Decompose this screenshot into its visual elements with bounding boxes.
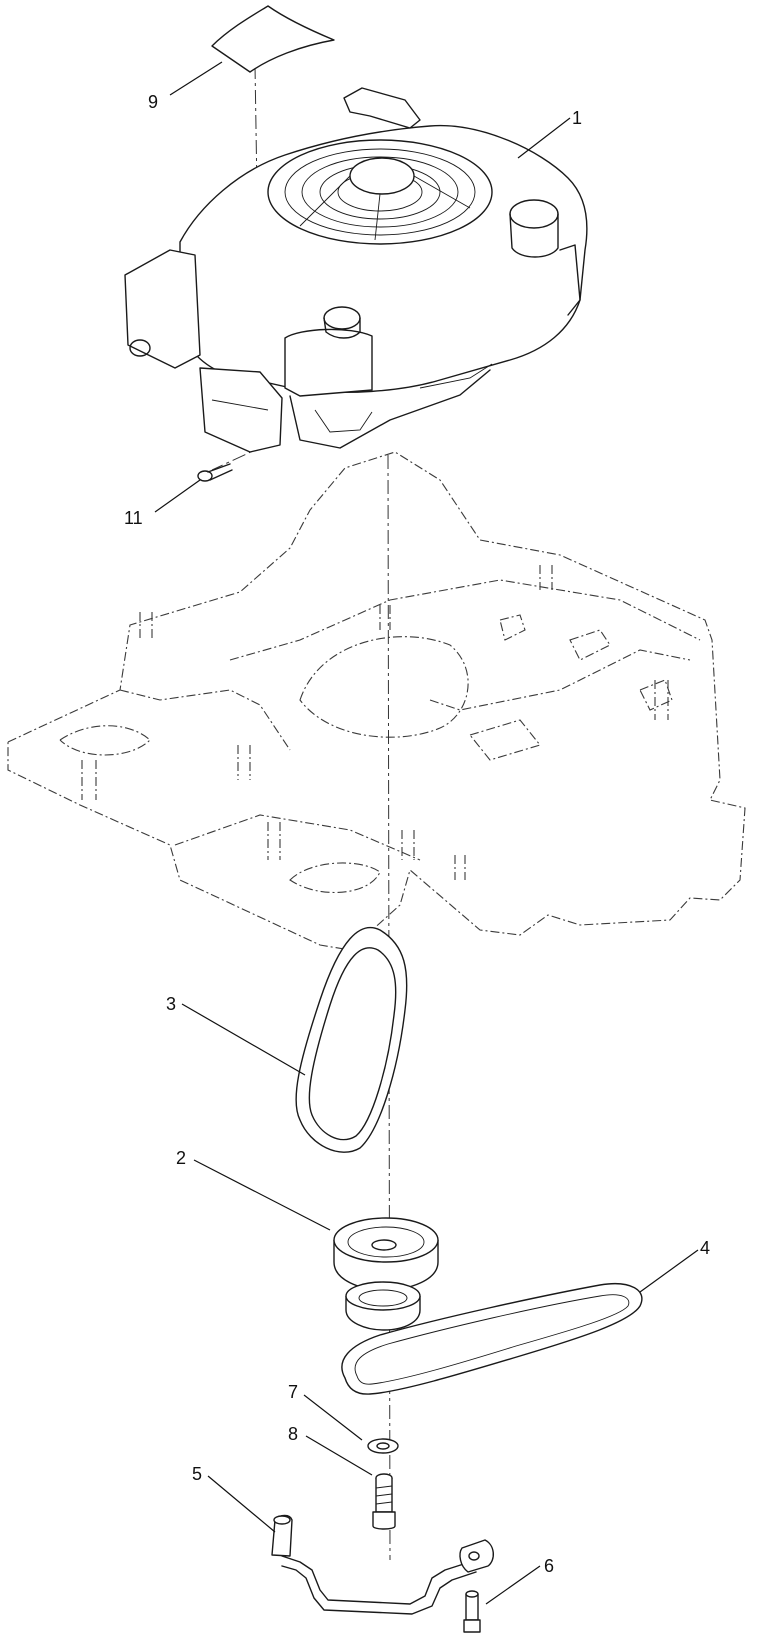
part-7-washer [367,1438,399,1454]
part-3-belt [295,926,408,1153]
callout-9: 9 [148,92,158,112]
callout-4: 4 [700,1238,710,1258]
part-9-decal [211,5,335,73]
callout-11: 11 [124,508,143,528]
callout-5: 5 [192,1464,202,1484]
callout-8: 8 [288,1424,298,1444]
callout-7: 7 [288,1382,298,1402]
part-2-pulley [333,1217,439,1331]
callout-1: 1 [572,108,582,128]
part-4-vbelt [341,1283,643,1395]
part-6-screw [463,1590,481,1633]
callout-6: 6 [544,1556,554,1576]
part-8-bolt [372,1473,396,1530]
callout-labels: 9 1 11 3 2 4 7 8 5 6 [124,92,710,1576]
leader-lines [154,61,699,1605]
part-1-engine [124,87,588,453]
part-5-bracket [271,1514,494,1615]
callout-2: 2 [176,1148,186,1168]
mower-housing [7,451,746,951]
part-11-screw [197,463,233,482]
callout-3: 3 [166,994,176,1014]
